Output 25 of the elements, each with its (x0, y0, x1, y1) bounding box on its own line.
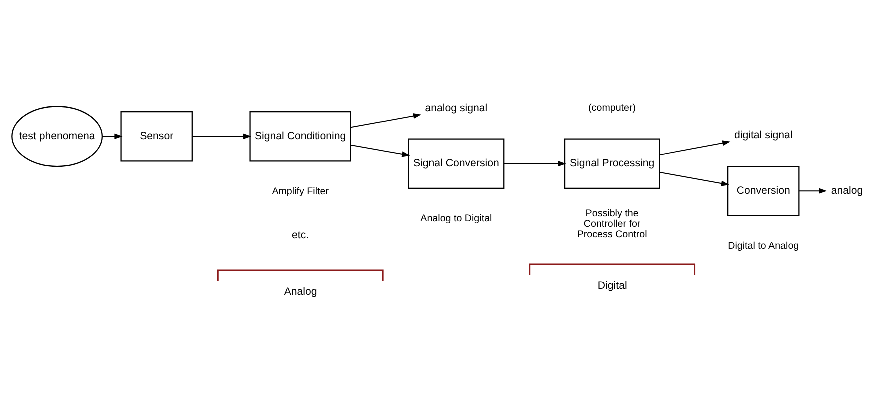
node-text: digital signal (734, 130, 793, 142)
node-ellipse: test phenomena (12, 106, 103, 168)
node-box: Signal Conditioning (250, 111, 352, 162)
label: etc. (292, 230, 310, 242)
node-label: Possibly the Controller for Process Control (577, 208, 648, 241)
node-label: Analog to Digital (420, 214, 492, 225)
label: Analog (284, 286, 318, 298)
arrow (659, 172, 730, 186)
label: Digital (598, 280, 628, 292)
arrow (659, 140, 731, 156)
node-label: Digital to Analog (728, 240, 800, 252)
arrow (192, 134, 252, 140)
node-text: analog signal (425, 102, 488, 114)
arrow (798, 188, 828, 194)
node-label: Amplify Filter (272, 186, 329, 198)
node-box: Conversion (727, 166, 800, 216)
node-box: Signal Conversion (408, 138, 505, 190)
arrow (504, 161, 566, 167)
arrow (350, 144, 410, 158)
node-label: (computer) (588, 103, 636, 114)
node-text: analog (831, 184, 864, 197)
node-box: Sensor (120, 111, 193, 162)
node-box: Signal Processing (564, 138, 660, 190)
arrow (102, 134, 123, 140)
arrow (350, 114, 422, 128)
